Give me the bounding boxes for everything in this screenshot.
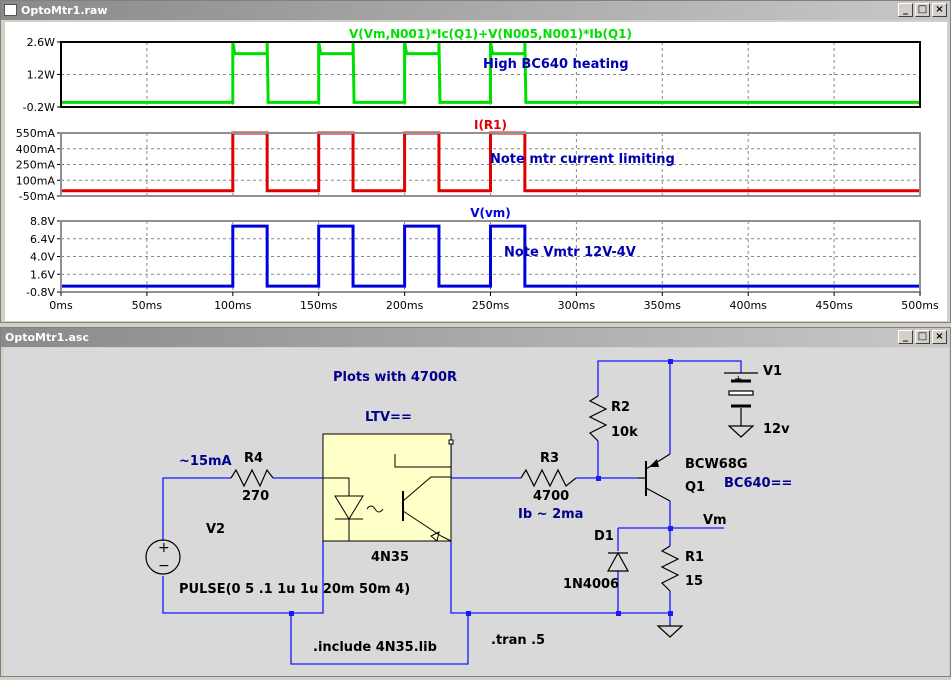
v1-battery-symbol[interactable]: + [724,372,758,438]
waveform-svg: 2.6W 1.2W -0.2W V(Vm,N001)*Ic(Q1)+V(N005,N0… [16,27,939,312]
x-tick-label: 350ms [644,299,682,312]
schematic-titlebar[interactable]: OptoMtr1.asc _ □ × [1,328,950,347]
v2-source-symbol[interactable]: + − [145,539,181,575]
v1-plus-sign: + [734,374,742,385]
x-tick-label: 50ms [132,299,163,312]
q1-name: Q1 [685,480,705,495]
plot-note: High BC640 heating [483,57,629,72]
y-tick-label: 4.0V [30,251,55,264]
minimize-button[interactable]: _ [898,330,913,344]
x-tick-label: 0ms [49,299,73,312]
tran-directive[interactable]: .tran .5 [491,633,545,648]
vm-net-label: Vm [703,513,727,528]
d1-name: D1 [594,529,614,544]
y-tick-label: 550mA [16,127,56,140]
schematic-canvas[interactable]: + − [4,348,949,676]
schematic-title: OptoMtr1.asc [5,331,89,344]
v2-pulse: PULSE(0 5 .1 1u 1u 20m 50m 4) [179,582,410,597]
plots-note: Plots with 4700R [333,370,457,385]
x-tick-label: 300ms [558,299,596,312]
r3-name: R3 [540,451,559,466]
v2-plus-sign: + [158,540,170,556]
waveform-window: OptoMtr1.raw _ □ × 2.6W 1.2W -0.2W V(Vm,N00… [0,0,951,323]
schematic-svg: + − [145,359,792,665]
junction-dots [289,359,673,616]
trace-name[interactable]: V(Vm,N001)*Ic(Q1)+V(N005,N001)*Ib(Q1) [349,27,632,41]
plot-pane-border [60,132,921,197]
y-tick-label: 2.6W [27,36,55,49]
trace-line [61,41,920,104]
ib-note: Ib ~ 2ma [518,507,583,522]
r4-name: R4 [244,451,263,466]
waveform-plot-area[interactable]: 2.6W 1.2W -0.2W V(Vm,N001)*Ic(Q1)+V(N005,N0… [5,22,947,321]
x-tick-label: 100ms [214,299,252,312]
close-button[interactable]: × [932,330,947,344]
r2-value: 10k [611,425,638,440]
r4-value: 270 [242,489,269,504]
y-tick-label: 250mA [16,159,56,172]
x-tick-label: 400ms [729,299,767,312]
trace-name[interactable]: I(R1) [474,118,507,132]
v1-name: V1 [763,364,782,379]
waveform-title: OptoMtr1.raw [21,4,108,17]
y-tick-label: -0.8V [26,286,55,299]
x-tick-label: 500ms [901,299,939,312]
ltv-label: LTV== [365,410,412,425]
maximize-button[interactable]: □ [915,3,930,17]
v2-minus-sign: − [158,558,170,574]
q1-model: BCW68G [685,457,748,472]
maximize-button[interactable]: □ [915,330,930,344]
optocoupler-4n35-symbol[interactable] [322,433,454,542]
y-tick-label: 6.4V [30,233,55,246]
y-tick-label: 400mA [16,143,56,156]
r1-name: R1 [685,550,704,565]
v2-name: V2 [206,522,225,537]
r4-resistor-symbol[interactable] [230,468,274,488]
r2-resistor-symbol[interactable] [588,395,608,442]
plot-note: Note Vmtr 12V-4V [504,245,636,260]
trace-line [61,224,920,288]
wires [162,360,742,665]
minimize-button[interactable]: _ [898,3,913,17]
waveform-app-icon [4,4,17,16]
y-tick-label: 8.8V [30,215,55,228]
include-directive[interactable]: .include 4N35.lib [313,640,437,655]
bc640-note: BC640== [724,476,792,491]
r1-value: 15 [685,574,703,589]
r3-value: 4700 [533,489,569,504]
trace-name[interactable]: V(vm) [470,206,511,220]
schematic-window: OptoMtr1.asc _ □ × [0,327,951,677]
opto-part: 4N35 [371,550,409,565]
current-note: ~15mA [179,454,232,469]
d1-part: 1N4006 [563,577,619,592]
x-tick-label: 250ms [472,299,510,312]
q1-transistor-symbol[interactable] [638,453,671,502]
x-tick-label: 450ms [815,299,853,312]
r2-name: R2 [611,400,630,415]
plot-pane-border [60,41,921,108]
y-tick-label: -50mA [19,190,56,203]
d1-diode-symbol[interactable] [606,551,630,572]
r1-resistor-symbol[interactable] [660,545,680,592]
v1-value: 12v [763,422,790,437]
r3-resistor-symbol[interactable] [520,468,577,488]
y-tick-label: 1.2W [27,69,55,82]
close-button[interactable]: × [932,3,947,17]
waveform-titlebar[interactable]: OptoMtr1.raw _ □ × [1,1,950,20]
x-tick-label: 150ms [300,299,338,312]
plot-note: Note mtr current limiting [490,152,675,167]
y-tick-label: -0.2W [23,101,55,114]
x-tick-label: 200ms [386,299,424,312]
y-tick-label: 1.6V [30,268,55,281]
ground-symbol [656,625,684,638]
y-tick-label: 100mA [16,174,56,187]
